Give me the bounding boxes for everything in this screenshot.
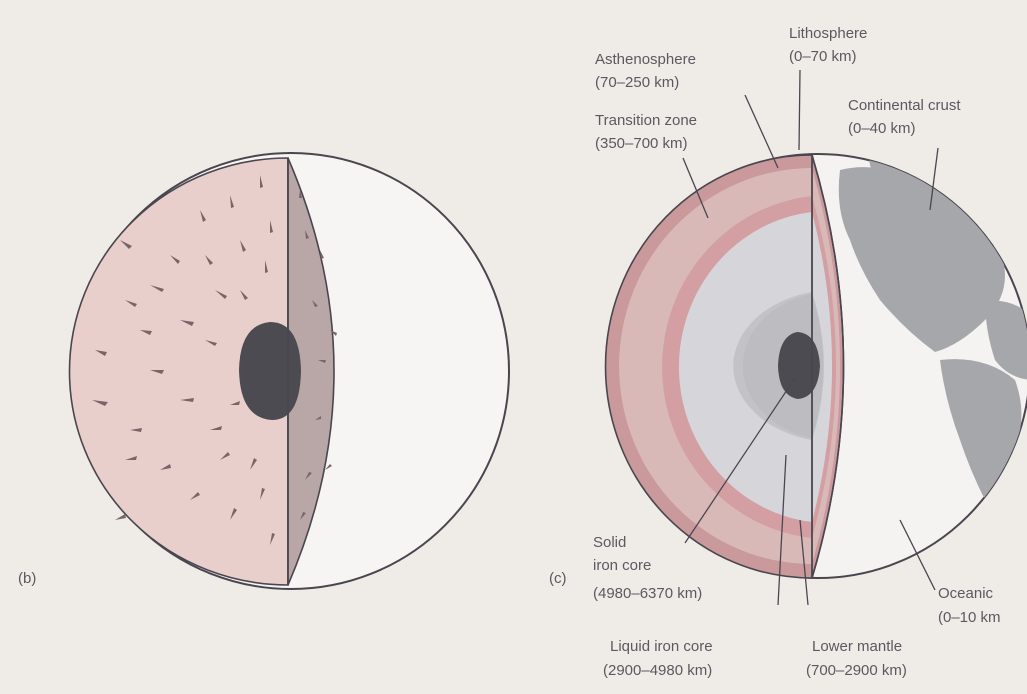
inner-core [778, 332, 820, 399]
lithosphere-range: (0–70 km) [789, 48, 857, 65]
liquid-core-range: (2900–4980 km) [603, 662, 712, 679]
asthenosphere-label: Asthenosphere [595, 51, 696, 68]
continental-crust-range: (0–40 km) [848, 120, 916, 137]
oceanic-crust-label: Oceanic [938, 585, 994, 602]
panel-c-tag: (c) [549, 570, 567, 587]
panel-c-globe [606, 150, 1027, 578]
solid-core-range: (4980–6370 km) [593, 585, 702, 602]
lithosphere-leader [799, 70, 800, 150]
transition-zone-range: (350–700 km) [595, 135, 688, 152]
liquid-core-label: Liquid iron core [610, 638, 713, 655]
transition-zone-label: Transition zone [595, 112, 697, 129]
panel-b-tag: (b) [18, 570, 36, 587]
asthenosphere-leader [745, 95, 778, 168]
lithosphere-label: Lithosphere [789, 25, 867, 42]
solid-core-label-line2: iron core [593, 557, 651, 574]
oceanic-crust-range: (0–10 km [938, 609, 1001, 626]
panel-b-core [239, 322, 301, 420]
asthenosphere-range: (70–250 km) [595, 74, 679, 91]
lower-mantle-range: (700–2900 km) [806, 662, 907, 679]
panel-b-globe [69, 153, 509, 589]
solid-core-label-line1: Solid [593, 534, 626, 551]
continental-crust-label: Continental crust [848, 97, 961, 114]
lower-mantle-label: Lower mantle [812, 638, 902, 655]
